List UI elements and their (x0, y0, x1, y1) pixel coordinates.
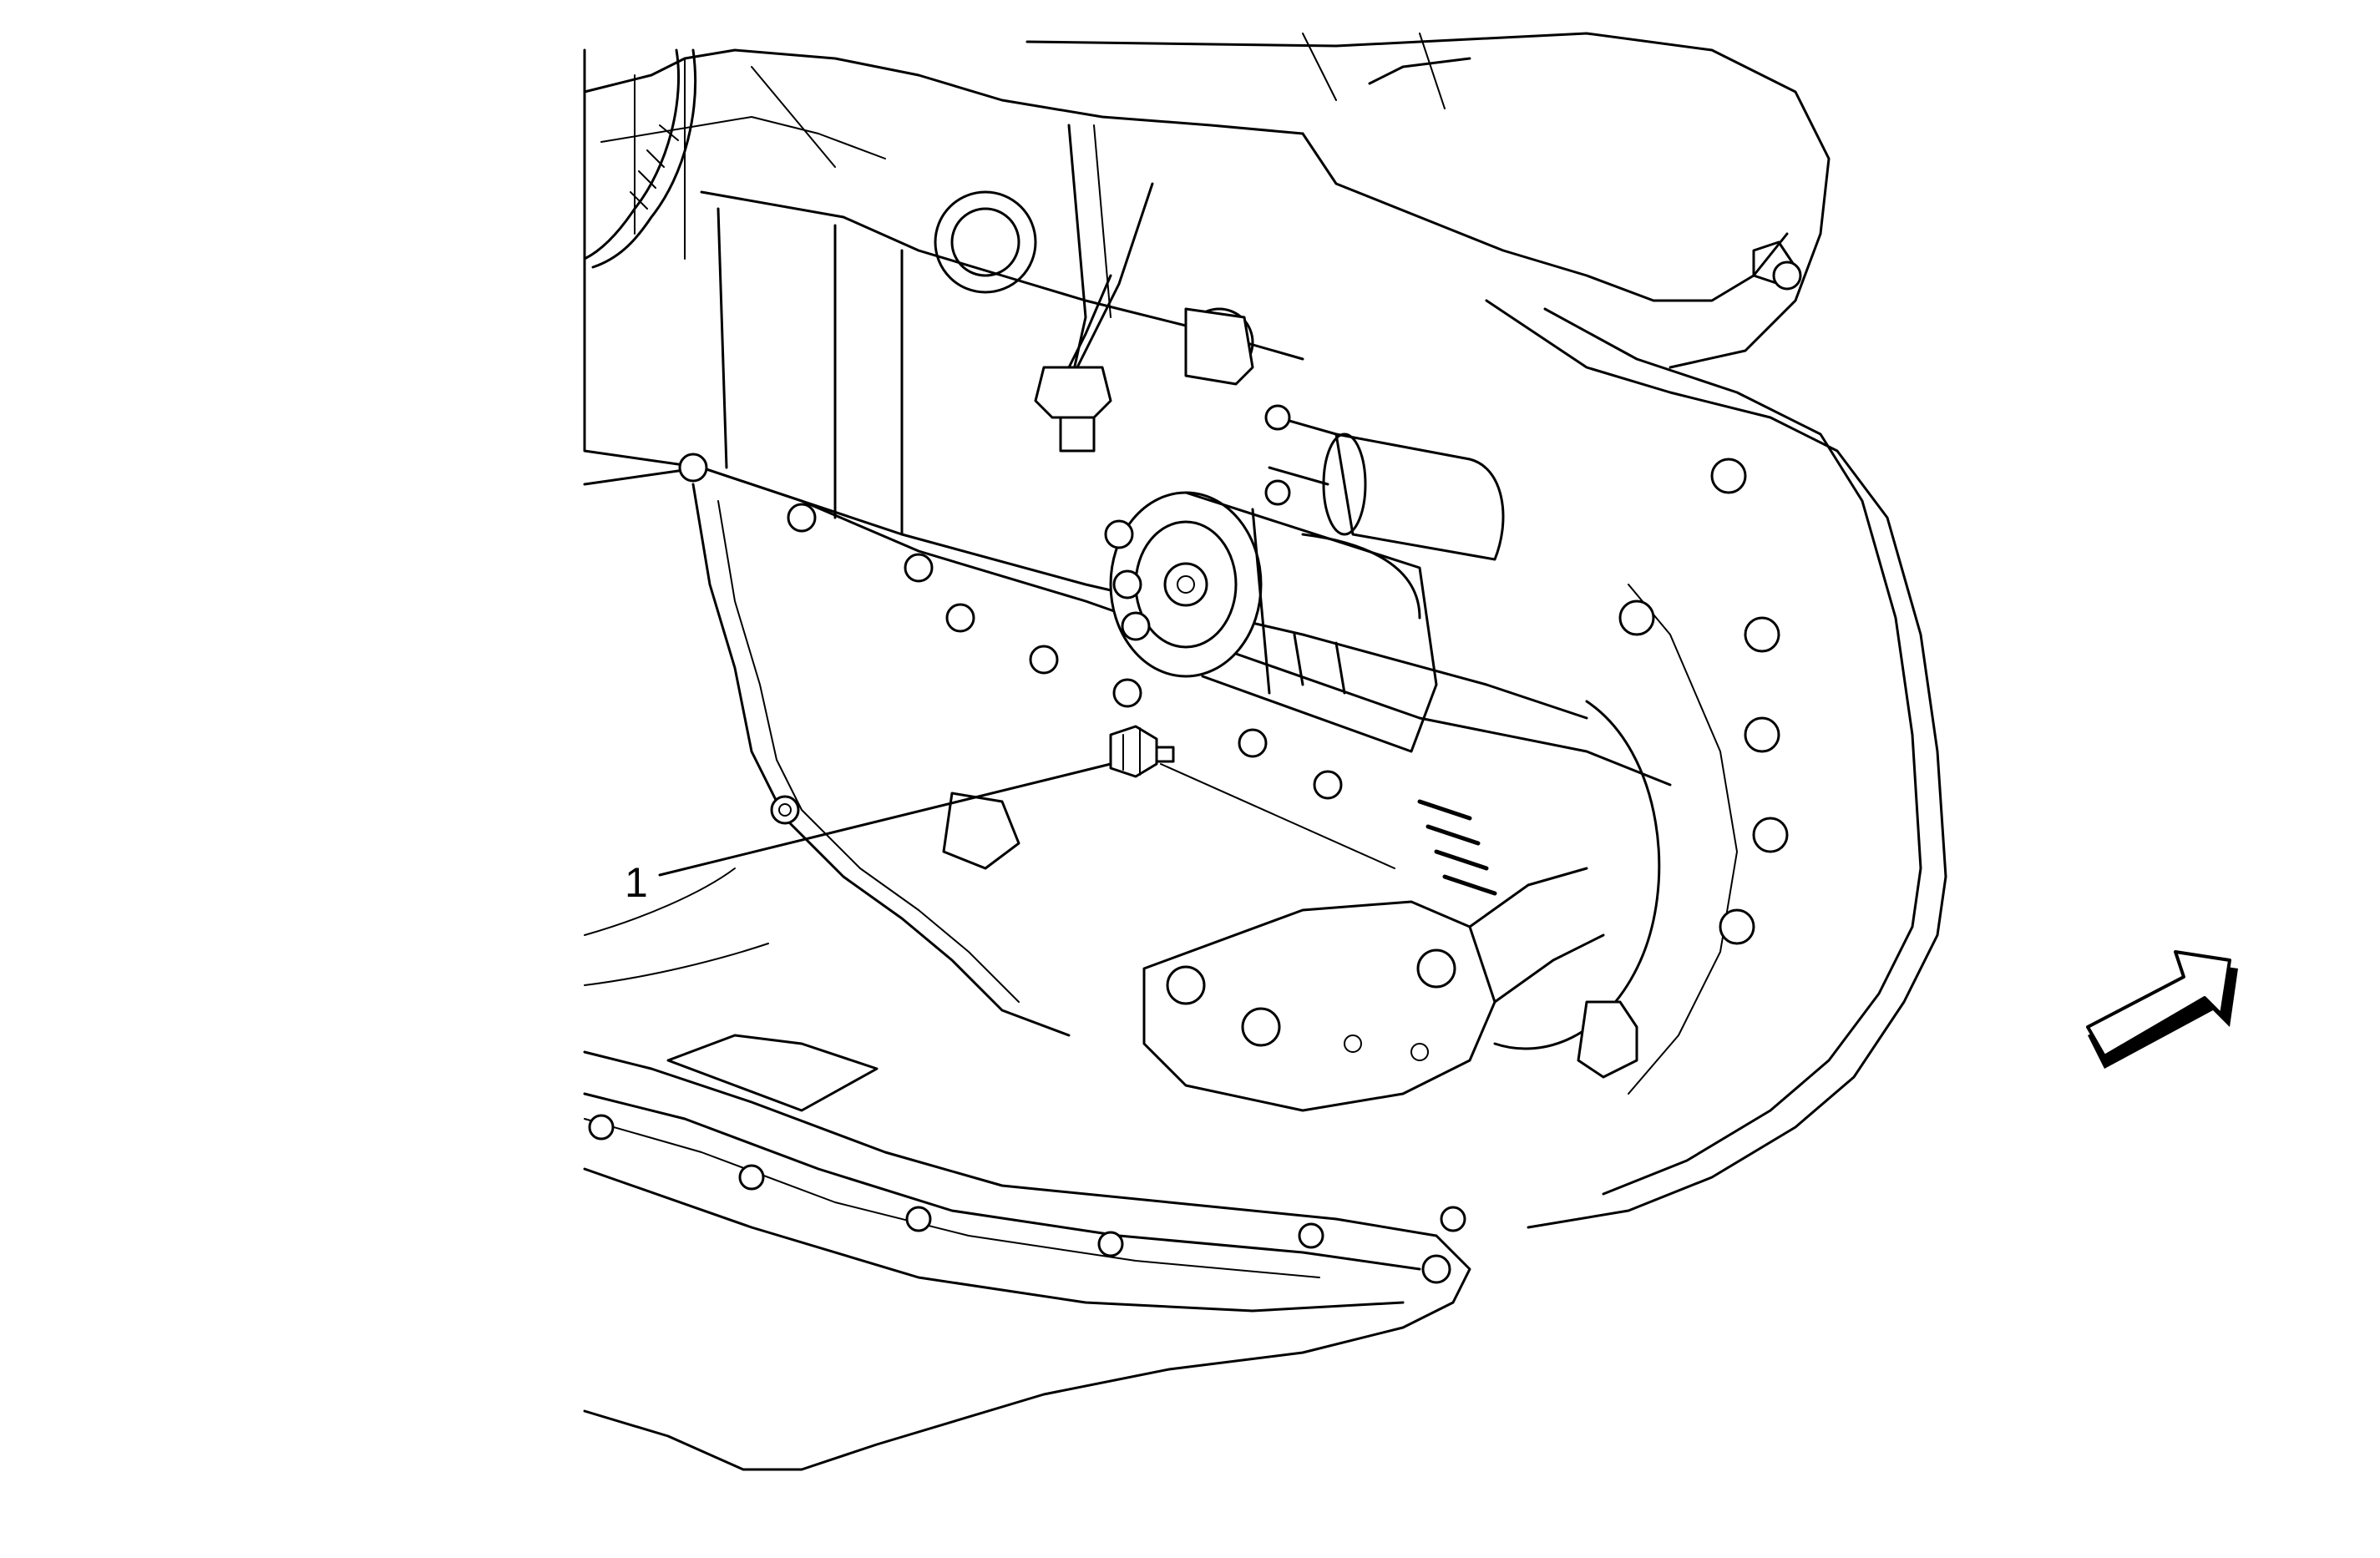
wiring-harness (583, 48, 696, 269)
plug-alignment-line (1160, 763, 1395, 869)
oil-drain-plug (1109, 725, 1175, 778)
callout-number-1: 1 (625, 859, 648, 906)
mounting-bracket (1142, 867, 1605, 1112)
oil-pan-flange (583, 453, 1672, 1037)
drain-boss (942, 792, 1020, 870)
direction-arrow-icon (2086, 950, 2238, 1069)
lower-oil-pan (583, 868, 1471, 1471)
sensor-connectors (1034, 182, 1254, 453)
callout-leader-line (658, 762, 1112, 877)
transmission-housing (1485, 261, 1947, 1229)
starter-motor (1104, 404, 1505, 896)
